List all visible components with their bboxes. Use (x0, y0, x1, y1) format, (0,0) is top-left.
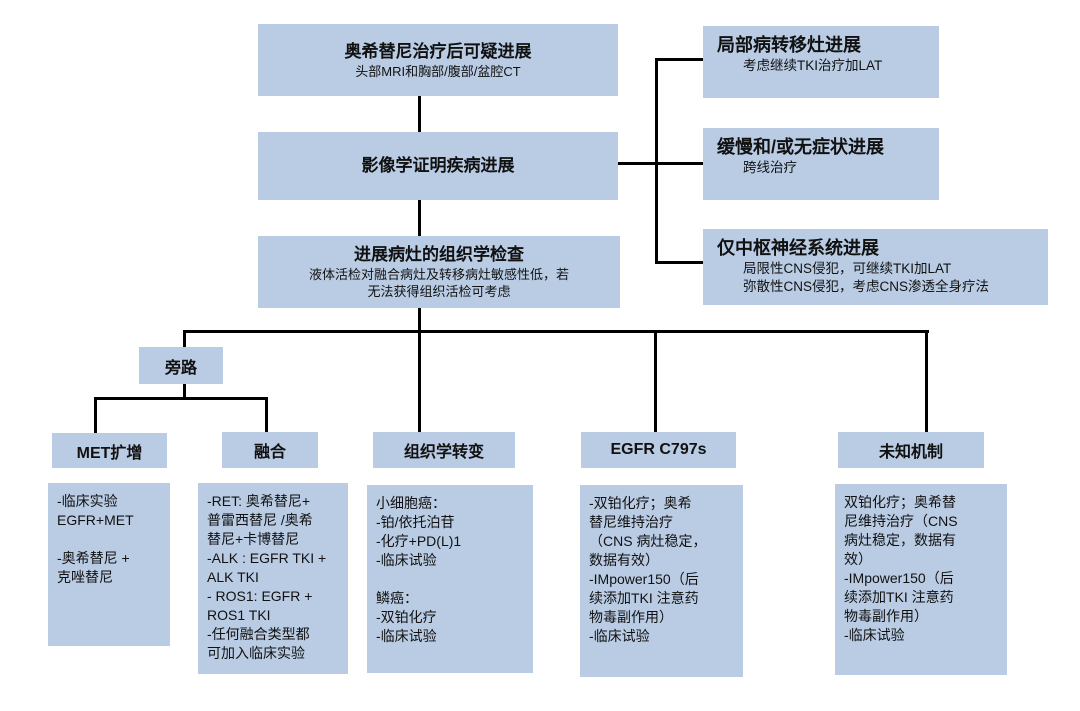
category-egfr-c797s: EGFR C797s (581, 432, 736, 468)
text-line: 双铂化疗；奥希替 (844, 494, 956, 510)
text-line: 物毒副作用） (589, 609, 673, 625)
suspected-progression-subtitle: 头部MRI和胸部/腹部/盆腔CT (355, 63, 521, 79)
category-unknown-mechanism: 未知机制 (838, 432, 984, 468)
category-met-amplification-label: MET扩增 (76, 444, 143, 462)
text-line: -任何融合类型都 (207, 626, 310, 642)
text-line: 物毒副作用） (844, 608, 928, 624)
unknown-mechanism-details: 双铂化疗；奥希替尼维持治疗（CNS 病灶稳定，数据有效） -IMpower150（后… (835, 484, 1007, 675)
text-line: -化疗+PD(L)1 (376, 533, 462, 549)
slow-asymptomatic-progression-title: 缓慢和/或无症状进展 (717, 137, 885, 157)
histology-exam-box: 进展病灶的组织学检查 液体活检对融合病灶及转移病灶敏感性低，若 无法获得组织活检… (258, 236, 620, 308)
egfr-c797s-details: -双铂化疗；奥希替尼维持治疗 （CNS 病灶稳定， 数据有效） -IMpower150… (580, 485, 743, 677)
text-line: 尼维持治疗（CNS (844, 513, 958, 529)
text-line: -临床试验 (844, 627, 905, 643)
text-line: -临床实验 (57, 493, 118, 509)
category-unknown-mechanism-label: 未知机制 (878, 444, 943, 461)
text-line: 续添加TKI 注意药 (844, 589, 954, 605)
text-line (57, 530, 164, 549)
slow-asymptomatic-progression-line: 跨线治疗 (743, 160, 797, 175)
connector-to-unknown (925, 332, 928, 432)
connector-branch-to-bypass (183, 332, 186, 348)
cns-only-progression-line2: 弥散性CNS侵犯，考虑CNS渗透全身疗法 (743, 279, 990, 294)
connector-to-met (94, 399, 97, 433)
text-line: 可加入临床实验 (207, 645, 305, 661)
text-line (376, 570, 527, 589)
fusion-details: -RET: 奥希替尼+ 普雷西替尼 /奥希替尼+卡博替尼 -ALK : EGFR T… (198, 483, 348, 674)
text-line: 替尼维持治疗 (589, 514, 673, 530)
text-line: 鳞癌： (376, 590, 418, 606)
text-line: 效） (844, 551, 872, 567)
bypass-box: 旁路 (139, 347, 223, 384)
text-line: - ROS1: EGFR + (207, 588, 313, 604)
connector-main-branch-bar (183, 330, 929, 333)
connector-histology-to-transformation (418, 308, 421, 432)
text-line: （CNS 病灶稳定， (589, 533, 707, 549)
text-line: -双铂化疗 (376, 609, 437, 625)
category-fusion-label: 融合 (253, 444, 286, 461)
text-line: -ALK : EGFR TKI + (207, 550, 327, 566)
imaging-progression-title: 影像学证明疾病进展 (361, 156, 515, 175)
connector-right-tree-spine (655, 58, 658, 264)
connector-top-to-imaging (418, 96, 421, 132)
suspected-progression-box: 奥希替尼治疗后可疑进展 头部MRI和胸部/腹部/盆腔CT (258, 24, 618, 96)
text-line: -临床试验 (589, 628, 650, 644)
imaging-progression-box: 影像学证明疾病进展 (258, 132, 618, 200)
connector-to-fusion (265, 399, 268, 432)
text-line: 续添加TKI 注意药 (589, 590, 699, 606)
category-fusion: 融合 (222, 432, 318, 468)
text-line: -IMpower150（后 (589, 571, 699, 587)
cns-only-progression-title: 仅中枢神经系统进展 (717, 238, 879, 258)
histology-exam-note-line1: 液体活检对融合病灶及转移病灶敏感性低，若 (308, 267, 569, 282)
text-line: ALK TKI (207, 569, 259, 585)
connector-bypass-branch-bar (94, 397, 268, 400)
text-line: 替尼+卡博替尼 (207, 531, 300, 547)
local-progression-title: 局部病转移灶进展 (717, 35, 861, 55)
text-line: -RET: 奥希替尼+ (207, 493, 311, 509)
text-line: -临床试验 (376, 628, 437, 644)
met-amplification-details: -临床实验 EGFR+MET -奥希替尼 + 克唑替尼 (48, 483, 170, 646)
local-progression-line: 考虑继续TKI治疗加LAT (743, 58, 883, 73)
cns-only-progression-line1: 局限性CNS侵犯，可继续TKI加LAT (743, 261, 952, 276)
text-line: 克唑替尼 (57, 569, 113, 585)
histology-exam-note-line2: 无法获得组织活检可考虑 (367, 284, 511, 299)
text-line: 病灶稳定，数据有 (844, 532, 956, 548)
suspected-progression-title: 奥希替尼治疗后可疑进展 (344, 41, 532, 61)
text-line: -铂/依托泊苷 (376, 514, 455, 530)
text-line: -奥希替尼 + (57, 550, 130, 566)
connector-bypass-down (183, 383, 186, 399)
category-histologic-transformation: 组织学转变 (373, 432, 515, 468)
text-line: EGFR+MET (57, 512, 134, 528)
category-met-amplification: MET扩增 (52, 433, 167, 468)
text-line: -双铂化疗；奥希 (589, 495, 692, 511)
connector-imaging-to-right-tree (618, 162, 703, 165)
text-line: ROS1 TKI (207, 607, 271, 623)
histologic-transformation-details: 小细胞癌： -铂/依托泊苷 -化疗+PD(L)1 -临床试验 鳞癌： -双铂化疗 -临床试… (367, 485, 533, 673)
text-line: 小细胞癌： (376, 495, 446, 511)
local-progression-box: 局部病转移灶进展 考虑继续TKI治疗加LAT (703, 26, 939, 98)
text-line: 数据有效） (589, 552, 659, 568)
bypass-label: 旁路 (164, 359, 197, 377)
connector-to-cns-progression (655, 261, 703, 264)
connector-to-c797s (654, 332, 657, 432)
text-line: -IMpower150（后 (844, 570, 954, 586)
text-line: 普雷西替尼 /奥希 (207, 512, 313, 528)
cns-only-progression-box: 仅中枢神经系统进展 局限性CNS侵犯，可继续TKI加LAT 弥散性CNS侵犯，考… (703, 229, 1048, 305)
connector-imaging-to-histology (418, 200, 421, 236)
histology-exam-title: 进展病灶的组织学检查 (354, 245, 524, 264)
connector-to-local-progression (655, 58, 703, 61)
text-line: -临床试验 (376, 552, 437, 568)
category-histologic-transformation-label: 组织学转变 (403, 444, 484, 461)
category-egfr-c797s-label: EGFR C797s (610, 441, 707, 458)
slow-asymptomatic-progression-box: 缓慢和/或无症状进展 跨线治疗 (703, 128, 939, 200)
